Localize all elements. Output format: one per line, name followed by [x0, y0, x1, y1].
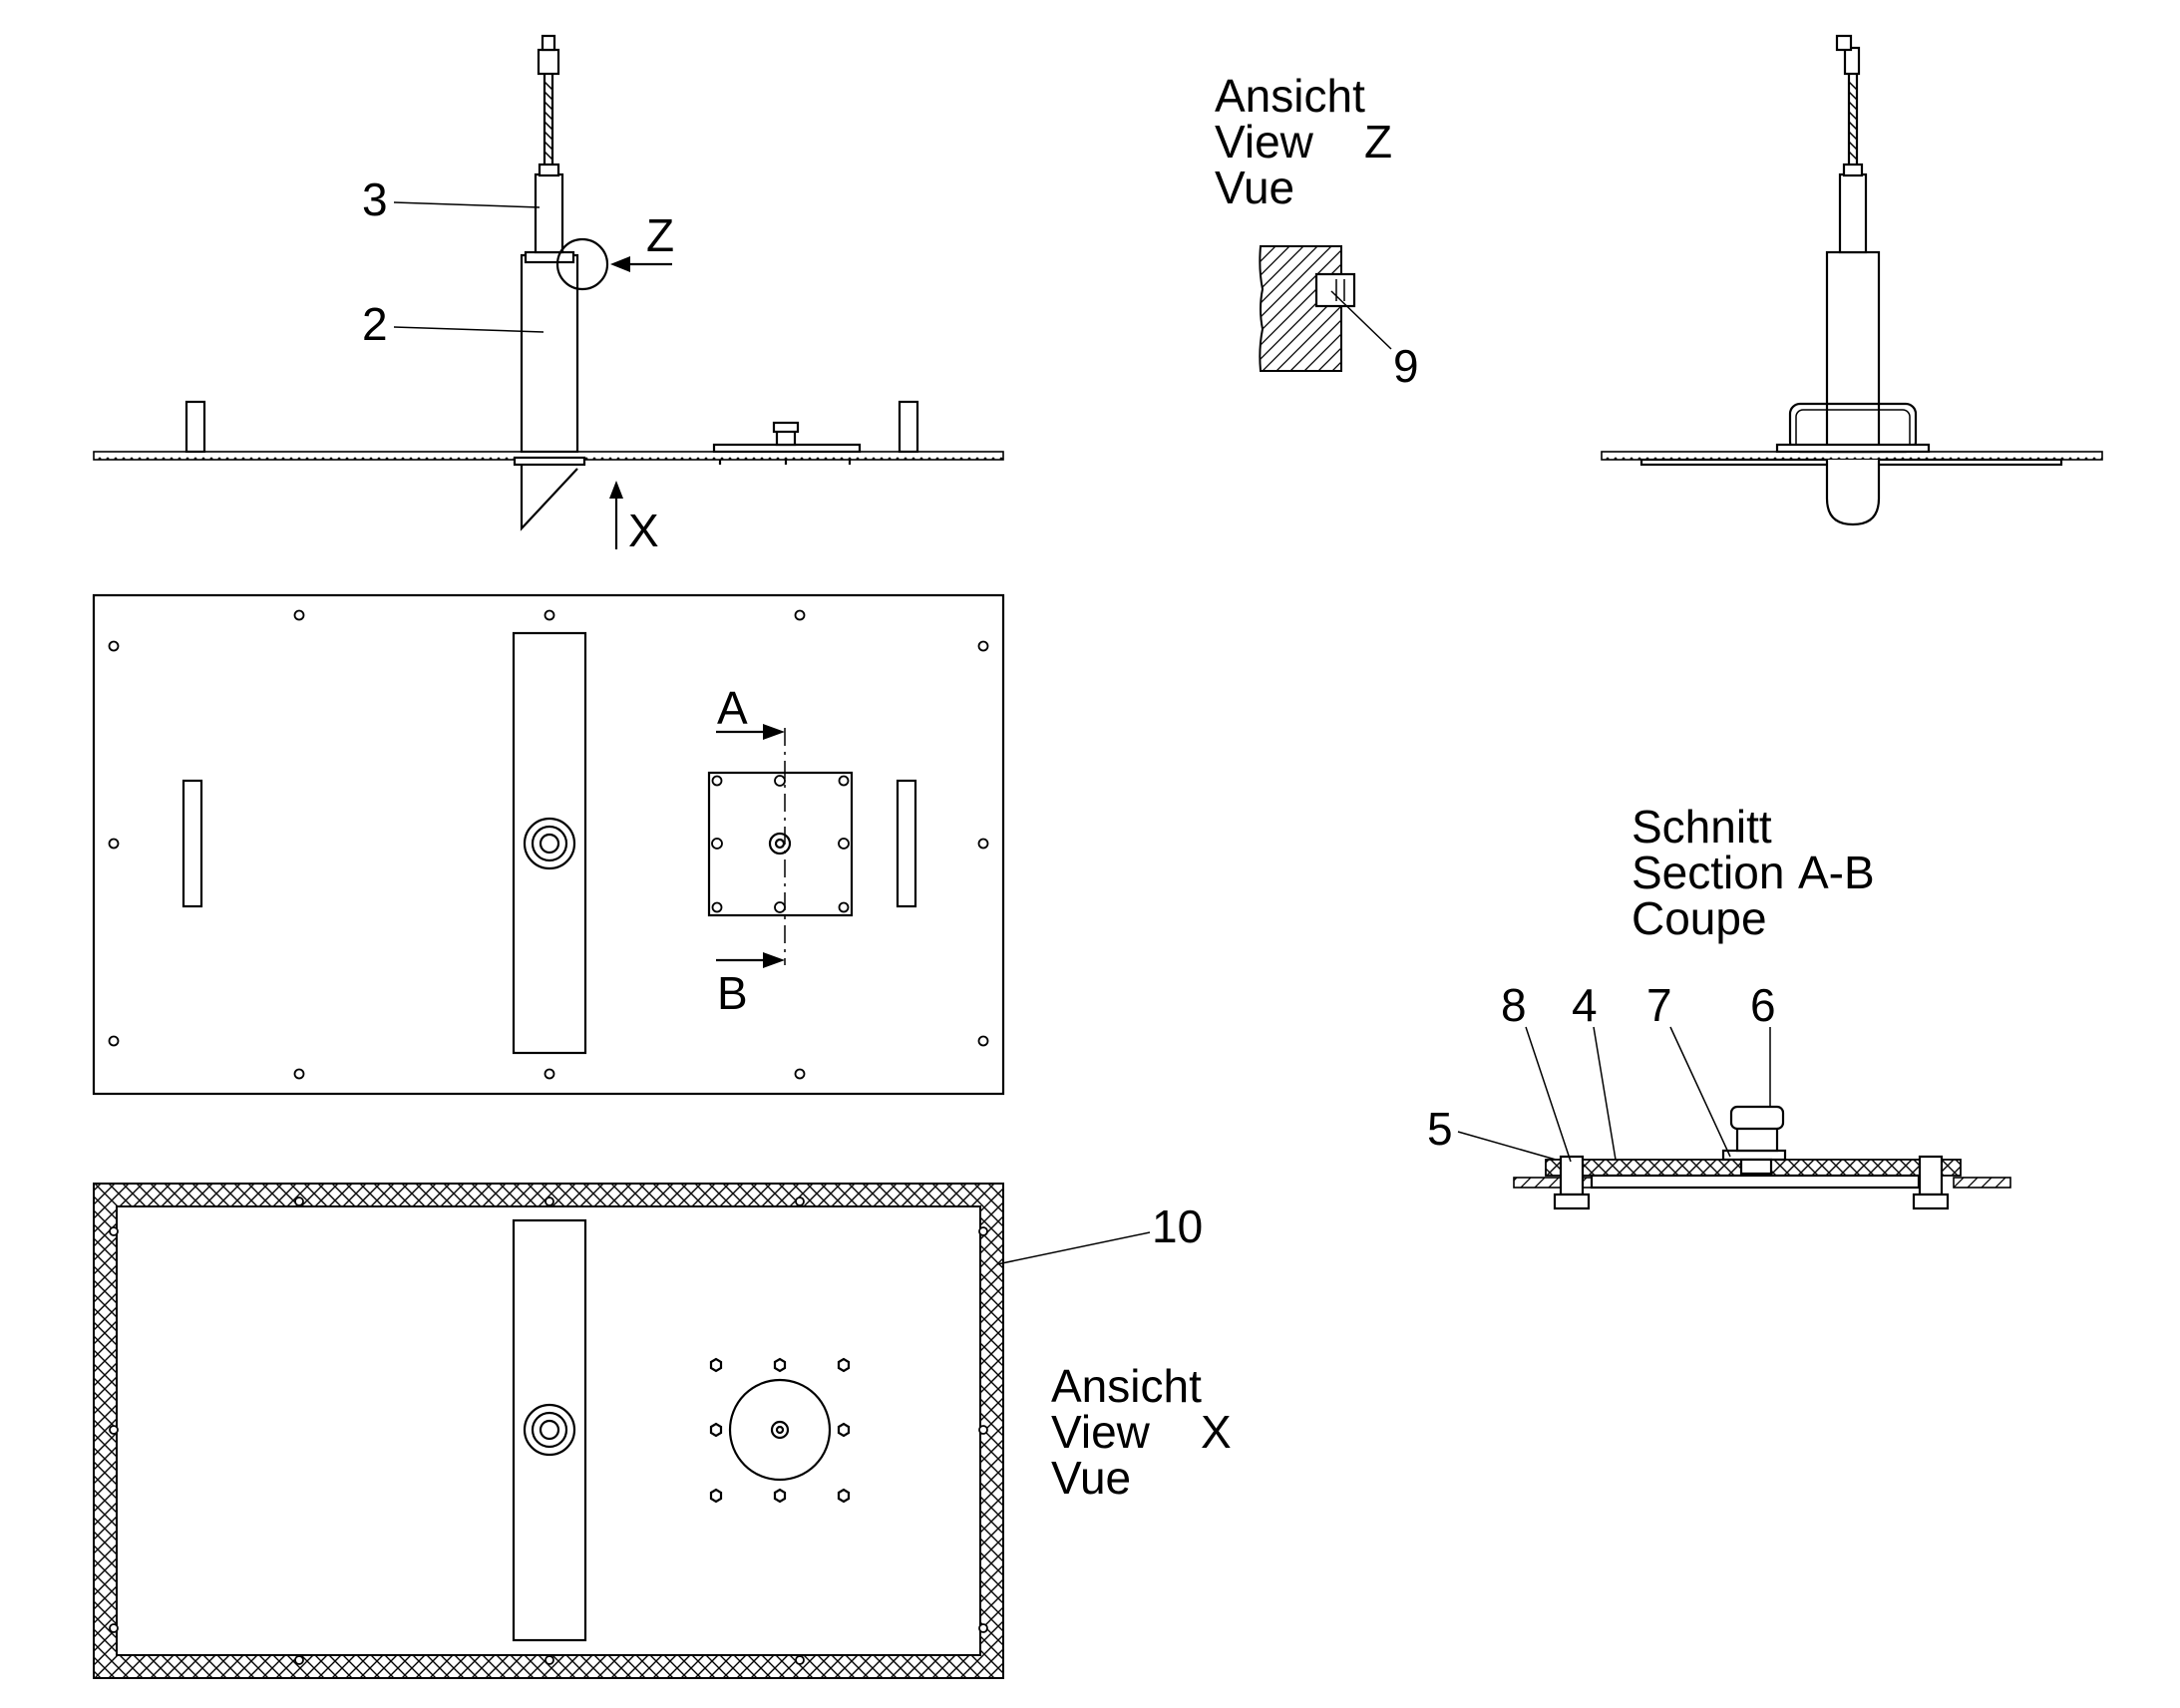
callout-2: 2 [362, 298, 388, 350]
top-cover-gland-inner [774, 838, 786, 850]
section-bolt-right [1918, 1155, 1944, 1196]
detail-circle-z [555, 237, 609, 291]
leader-2 [393, 326, 545, 333]
marker-z: Z [646, 209, 674, 261]
section-bottom-plate [1590, 1174, 1921, 1190]
leader-4 [1593, 1026, 1617, 1161]
sensor-connector-tip [541, 34, 556, 52]
cover-bolts [718, 460, 852, 465]
top-plate-holes [108, 609, 989, 1080]
sensor-connector [537, 48, 560, 76]
leader-9 [1330, 290, 1392, 350]
callout-9: 9 [1393, 340, 1419, 392]
cable-gland-cap-front [772, 421, 800, 434]
callout-4: 4 [1572, 979, 1598, 1031]
bottom-cover-center-inner [775, 1425, 785, 1435]
side-tube-body [1825, 250, 1881, 454]
callout-5: 5 [1427, 1103, 1453, 1155]
section-washer [1721, 1149, 1787, 1162]
section-bolt-left [1559, 1155, 1585, 1196]
section-base-right [1953, 1177, 2011, 1189]
tube-collar [524, 250, 575, 264]
section-drawing [1513, 1105, 2011, 1210]
view-z-title-fr: Vue [1215, 162, 1294, 213]
marker-a: A [717, 682, 748, 734]
gasket-frame [93, 1183, 1004, 1679]
top-slot-right [896, 779, 917, 908]
view-z-block: Ansicht View Z Vue 9 [1215, 70, 1419, 392]
view-z-letter: Z [1364, 116, 1392, 168]
callout-7: 7 [1646, 979, 1672, 1031]
side-post-right [898, 400, 919, 454]
tube-bottom [520, 465, 578, 531]
detail-z-body [1259, 245, 1342, 372]
leader-5 [1457, 1131, 1557, 1161]
detail-z-screw [1314, 272, 1356, 308]
bottom-tube-inner [539, 1419, 560, 1441]
bottom-tube-mid [531, 1411, 568, 1449]
cable-gland-front [775, 429, 797, 447]
section-nut-right [1912, 1193, 1950, 1210]
bottom-view: 10 Ansicht View X Vue [93, 1183, 1232, 1679]
section-title-de: Schnitt [1632, 801, 1772, 853]
sensor-top [538, 163, 560, 177]
section-gland-insert [1739, 1158, 1773, 1176]
front-view: Z X 3 2 [93, 34, 1004, 556]
detail-z-section [1259, 245, 1356, 372]
side-sensor-connector-tip [1835, 34, 1853, 52]
section-ab-block: Schnitt Section A-B Coupe 8 4 7 6 5 [1427, 801, 2011, 1210]
callout-3: 3 [362, 173, 388, 225]
top-view: A B [92, 593, 1005, 1096]
leader-7 [1669, 1026, 1731, 1158]
top-cover-bolts [711, 775, 850, 913]
side-sensor-connector [1843, 46, 1861, 76]
section-title-en: Section [1632, 847, 1784, 898]
view-z-title-en: View [1215, 116, 1314, 168]
view-x-title-fr: Vue [1051, 1452, 1131, 1504]
section-arrow-a-head [763, 724, 785, 740]
side-sensor-top [1842, 163, 1864, 177]
section-gland-nut [1735, 1125, 1779, 1153]
view-x-letter: X [1201, 1406, 1232, 1458]
bottom-cover-center-outer [770, 1420, 790, 1440]
leader-3 [393, 201, 541, 208]
section-arrow-b-head [763, 952, 785, 968]
sensor-cable-braid [544, 81, 553, 161]
side-tube-bottom [1825, 460, 1881, 526]
top-slot-left [182, 779, 203, 908]
callout-6: 6 [1750, 979, 1776, 1031]
marker-b: B [717, 967, 748, 1019]
side-post-left [184, 400, 206, 454]
marker-x: X [628, 505, 659, 556]
top-tube-inner [539, 833, 560, 854]
sensor-body [534, 172, 564, 254]
arrow-z-head [610, 256, 630, 272]
section-gland-cap [1729, 1105, 1785, 1131]
section-title-fr: Coupe [1632, 892, 1767, 944]
side-base-plate [1601, 451, 2103, 461]
side-bracket-foot [1775, 443, 1931, 454]
tube-flange [513, 456, 586, 467]
section-letter: A-B [1798, 847, 1875, 898]
section-nut-left [1553, 1193, 1591, 1210]
detail-z-screw-thread [1335, 279, 1345, 301]
callout-8: 8 [1501, 979, 1527, 1031]
side-sensor-cable-braid [1848, 81, 1858, 161]
top-cover-gland [768, 832, 792, 855]
view-x-title-en: View [1051, 1406, 1151, 1458]
leader-8 [1525, 1026, 1572, 1163]
top-tube-mid [531, 825, 568, 862]
bottom-frame-holes [109, 1196, 988, 1665]
side-sensor-body [1838, 172, 1868, 254]
view-z-title-de: Ansicht [1215, 70, 1365, 122]
bottom-cover-nuts [709, 1357, 851, 1504]
view-x-title-de: Ansicht [1051, 1360, 1202, 1412]
side-view [1601, 34, 2103, 526]
leader-10 [996, 1231, 1151, 1265]
callout-10: 10 [1152, 1200, 1203, 1252]
arrow-x-head [609, 481, 623, 499]
